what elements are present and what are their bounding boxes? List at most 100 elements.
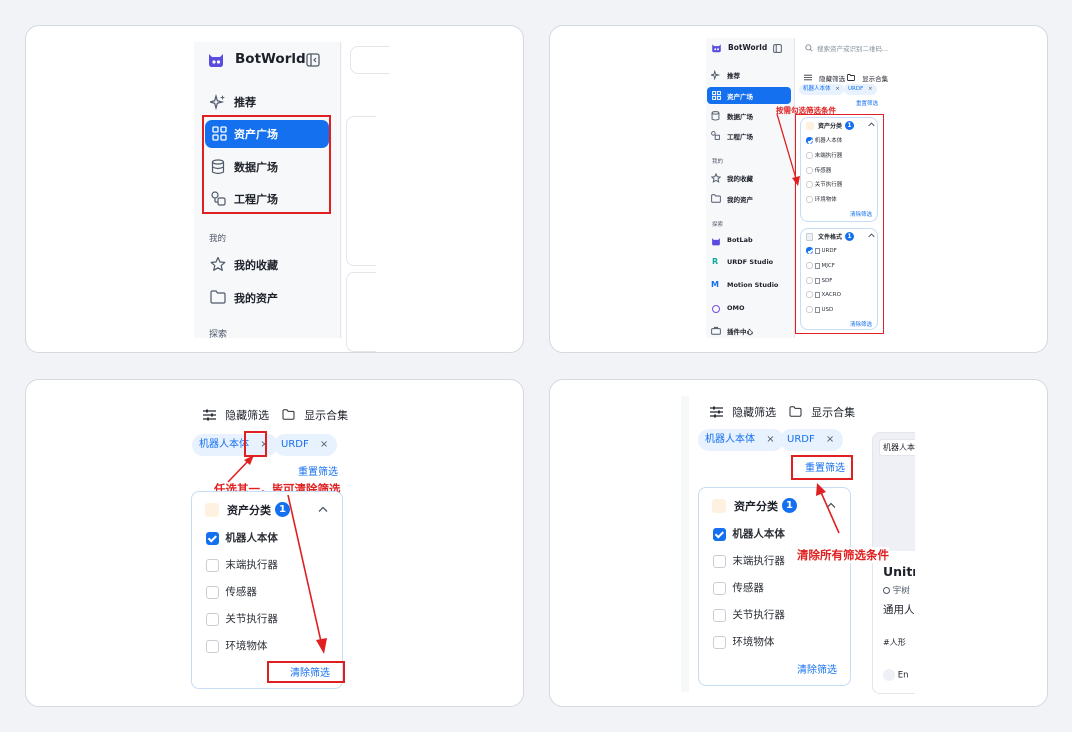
checkbox[interactable] [713, 635, 726, 649]
hide-filter-button[interactable]: 隐藏筛选 [203, 404, 269, 423]
sidebar-item-urdf-studio[interactable]: R URDF Studio [711, 257, 791, 271]
active-filter-tag-urdf[interactable]: URDF × [780, 429, 844, 451]
checkbox[interactable] [806, 306, 813, 313]
sidebar-item-favorites[interactable]: 我的收藏 [208, 255, 332, 277]
checkbox[interactable] [806, 291, 813, 298]
user-icon [883, 587, 890, 594]
sidebar-item-label: 我的资产 [727, 196, 753, 204]
clear-filter-link[interactable]: 清除筛选 [850, 212, 873, 218]
checkbox[interactable] [206, 612, 219, 626]
category-option-1[interactable]: 末端执行器 [206, 557, 278, 572]
panel-filter-overview: BotWorld 推荐 资产广场 数据广场 工程广场 我的 我的收藏 我的资产 … [549, 25, 1048, 353]
category-option-3[interactable]: 关节执行器 [713, 607, 785, 622]
sidebar-item-data-plaza[interactable]: 数据广场 [208, 157, 332, 179]
category-option-4[interactable]: 环境物体 [713, 634, 774, 649]
sidebar-item-project-plaza[interactable]: 工程广场 [711, 130, 791, 144]
clear-filter-link[interactable]: 清除筛选 [797, 665, 837, 676]
checkbox[interactable] [806, 181, 813, 188]
category-option-4[interactable]: 环境物体 [806, 195, 837, 203]
show-collection-button[interactable]: 显示合集 [789, 401, 855, 420]
hide-filter-button[interactable]: 隐藏筛选 [710, 401, 776, 420]
checkbox[interactable] [206, 639, 219, 653]
asset-preview-card[interactable]: 机器人本 Unitre 宇树 通用人 #人形 En [872, 432, 915, 694]
chevron-up-icon[interactable] [318, 506, 328, 513]
checkbox-checked[interactable] [713, 527, 726, 541]
reset-filter-link[interactable]: 重置筛选 [298, 467, 338, 478]
sidebar-item-plugin-center[interactable]: 插件中心 [711, 325, 791, 339]
checkbox[interactable] [806, 196, 813, 203]
category-option-1[interactable]: 末端执行器 [713, 553, 785, 568]
sidebar-item-favorites[interactable]: 我的收藏 [711, 172, 791, 186]
active-filter-tag-robot[interactable]: 机器人本体 × [192, 434, 278, 456]
clear-filter-link[interactable]: 清除筛选 [290, 668, 330, 679]
folder-open-icon [282, 409, 295, 420]
option-label: URDF [821, 248, 837, 254]
category-option-3[interactable]: 关节执行器 [206, 611, 278, 626]
category-option-0[interactable]: 机器人本体 [206, 530, 278, 545]
checkbox[interactable] [713, 581, 726, 595]
checkbox[interactable] [806, 167, 813, 174]
sidebar-item-asset-plaza[interactable]: 资产广场 [205, 120, 329, 148]
category-option-4[interactable]: 环境物体 [206, 638, 267, 653]
format-option-4[interactable]: USD [806, 306, 833, 313]
active-filter-tag-urdf[interactable]: URDF × [274, 434, 338, 456]
sidebar-item-recommend[interactable]: 推荐 [208, 92, 332, 114]
checkbox[interactable] [713, 608, 726, 622]
sidebar-item-recommend[interactable]: 推荐 [711, 69, 791, 83]
category-option-2[interactable]: 传感器 [206, 584, 257, 599]
collapse-sidebar-icon[interactable] [306, 53, 320, 67]
format-option-2[interactable]: SDF [806, 277, 832, 284]
format-option-0[interactable]: URDF [806, 247, 837, 254]
format-option-1[interactable]: MJCF [806, 262, 835, 269]
checkbox[interactable] [806, 152, 813, 159]
doc-icon [814, 291, 820, 298]
close-icon[interactable]: × [260, 439, 269, 450]
collapse-sidebar-icon[interactable] [773, 44, 782, 53]
show-collection-button[interactable]: 显示合集 [847, 67, 888, 86]
reset-filter-link[interactable]: 重置筛选 [805, 463, 845, 474]
close-icon[interactable]: × [319, 439, 329, 450]
category-option-3[interactable]: 关节执行器 [806, 180, 842, 188]
category-option-2[interactable]: 传感器 [806, 166, 831, 174]
option-label: 环境物体 [814, 197, 837, 203]
category-option-1[interactable]: 末端执行器 [806, 151, 842, 159]
active-filter-tag-urdf[interactable]: URDF × [844, 84, 877, 95]
checkbox[interactable] [806, 262, 813, 269]
checkbox-checked[interactable] [806, 137, 813, 144]
sidebar-item-my-assets[interactable]: 我的资产 [208, 288, 332, 310]
clear-filter-link[interactable]: 清除筛选 [850, 322, 873, 328]
checkbox[interactable] [806, 277, 813, 284]
active-filter-tag-robot[interactable]: 机器人本体 × [799, 84, 844, 95]
sidebar-item-botlab[interactable]: BotLab [711, 235, 791, 249]
sidebar-item-motion-studio[interactable]: M Motion Studio [711, 280, 791, 294]
format-option-3[interactable]: XACRO [806, 291, 841, 298]
show-collection-button[interactable]: 显示合集 [282, 404, 348, 423]
hide-filter-button[interactable]: 隐藏筛选 [804, 67, 845, 86]
close-icon[interactable]: × [825, 434, 835, 445]
filter-sliders-icon [203, 409, 216, 421]
checkbox[interactable] [713, 554, 726, 568]
sidebar-item-asset-plaza[interactable]: 资产广场 [707, 87, 791, 104]
sidebar-item-omo[interactable]: OMO [711, 303, 791, 317]
chevron-up-icon[interactable] [868, 122, 875, 127]
close-icon[interactable]: × [868, 86, 873, 92]
category-option-0[interactable]: 机器人本体 [806, 136, 842, 144]
checkbox[interactable] [206, 558, 219, 572]
category-option-0[interactable]: 机器人本体 [713, 526, 785, 541]
sidebar-item-my-assets[interactable]: 我的资产 [711, 193, 791, 207]
close-icon[interactable]: × [835, 86, 840, 92]
chevron-up-icon[interactable] [868, 233, 875, 238]
search-input[interactable]: 搜索资产或识别二维码... [817, 45, 889, 53]
category-option-2[interactable]: 传感器 [713, 580, 764, 595]
active-filter-tag-robot[interactable]: 机器人本体 × [698, 429, 784, 451]
sidebar-item-data-plaza[interactable]: 数据广场 [711, 110, 791, 124]
checkbox-checked[interactable] [806, 247, 813, 254]
close-icon[interactable]: × [766, 434, 775, 445]
chevron-up-icon[interactable] [826, 502, 836, 509]
reset-filter-link[interactable]: 重置筛选 [856, 101, 879, 107]
annotation-box-filters [795, 114, 884, 334]
checkbox[interactable] [206, 585, 219, 599]
checkbox-checked[interactable] [206, 531, 219, 545]
folder-icon [210, 290, 226, 304]
sidebar-item-project-plaza[interactable]: 工程广场 [208, 189, 332, 211]
